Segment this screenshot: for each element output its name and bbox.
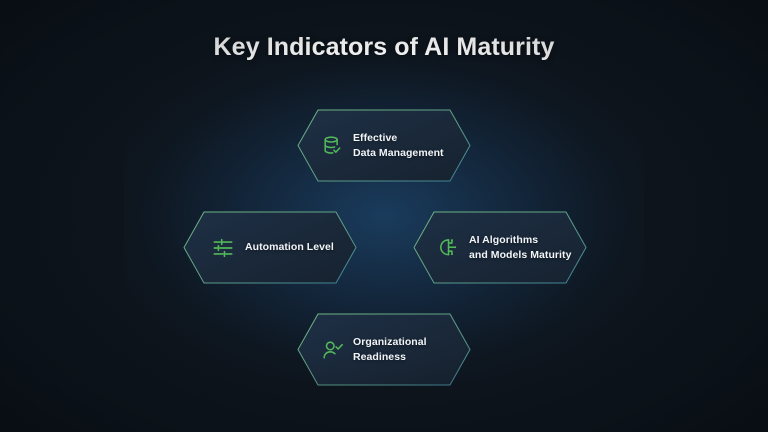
card-label: Organizational Readiness [353,336,427,363]
page-title: Key Indicators of AI Maturity [213,33,555,61]
card-label: AI Algorithms and Models Maturity [469,234,572,261]
sliders-icon [213,238,233,257]
card-ai-algorithms-and-models-maturity[interactable]: AI Algorithms and Models Maturity [412,210,588,285]
card-label: Effective Data Management [353,132,444,159]
database-check-icon [324,135,341,154]
card-organizational-readiness[interactable]: Organizational Readiness [296,312,472,387]
card-label: Automation Level [245,241,334,254]
user-check-icon [323,340,343,358]
brain-circuit-icon [440,238,457,255]
card-automation-level[interactable]: Automation Level [182,210,358,285]
card-effective-data-management[interactable]: Effective Data Management [296,108,472,183]
